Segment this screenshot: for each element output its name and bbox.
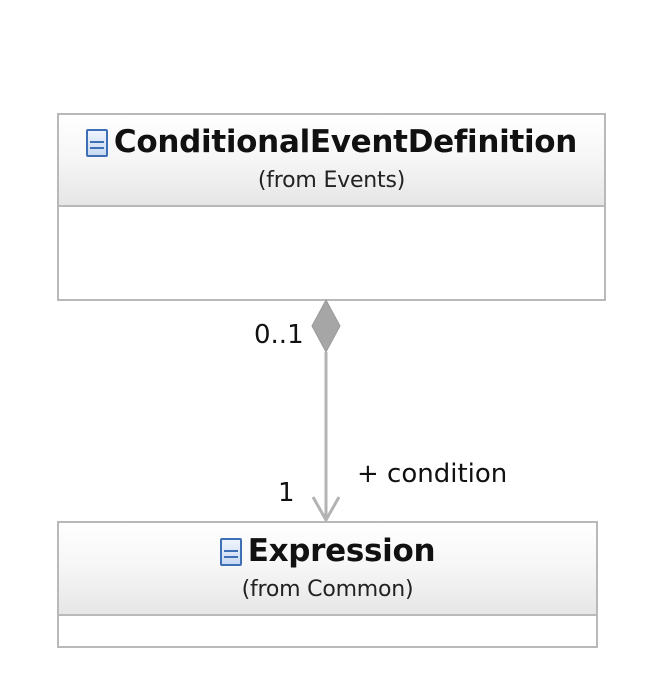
class-name: Expression — [247, 533, 436, 569]
class-origin: (from Common) — [241, 577, 414, 602]
role-name: + condition — [357, 459, 508, 489]
class-title-row: Expression — [59, 536, 596, 567]
uml-class-icon — [219, 537, 242, 566]
class-title-row: ConditionalEventDefinition — [59, 127, 604, 158]
source-multiplicity: 0..1 — [254, 320, 304, 350]
uml-class-icon — [85, 128, 108, 157]
class-header: ConditionalEventDefinition (from Events) — [59, 115, 604, 207]
class-name: ConditionalEventDefinition — [113, 124, 578, 160]
class-conditional-event-definition[interactable]: ConditionalEventDefinition (from Events) — [57, 113, 606, 301]
composition-diamond — [311, 298, 341, 354]
class-header: Expression (from Common) — [59, 523, 596, 616]
navigability-arrowhead — [311, 496, 341, 524]
target-multiplicity: 1 — [278, 478, 295, 508]
class-origin: (from Events) — [257, 168, 406, 193]
class-expression[interactable]: Expression (from Common) — [57, 521, 598, 648]
